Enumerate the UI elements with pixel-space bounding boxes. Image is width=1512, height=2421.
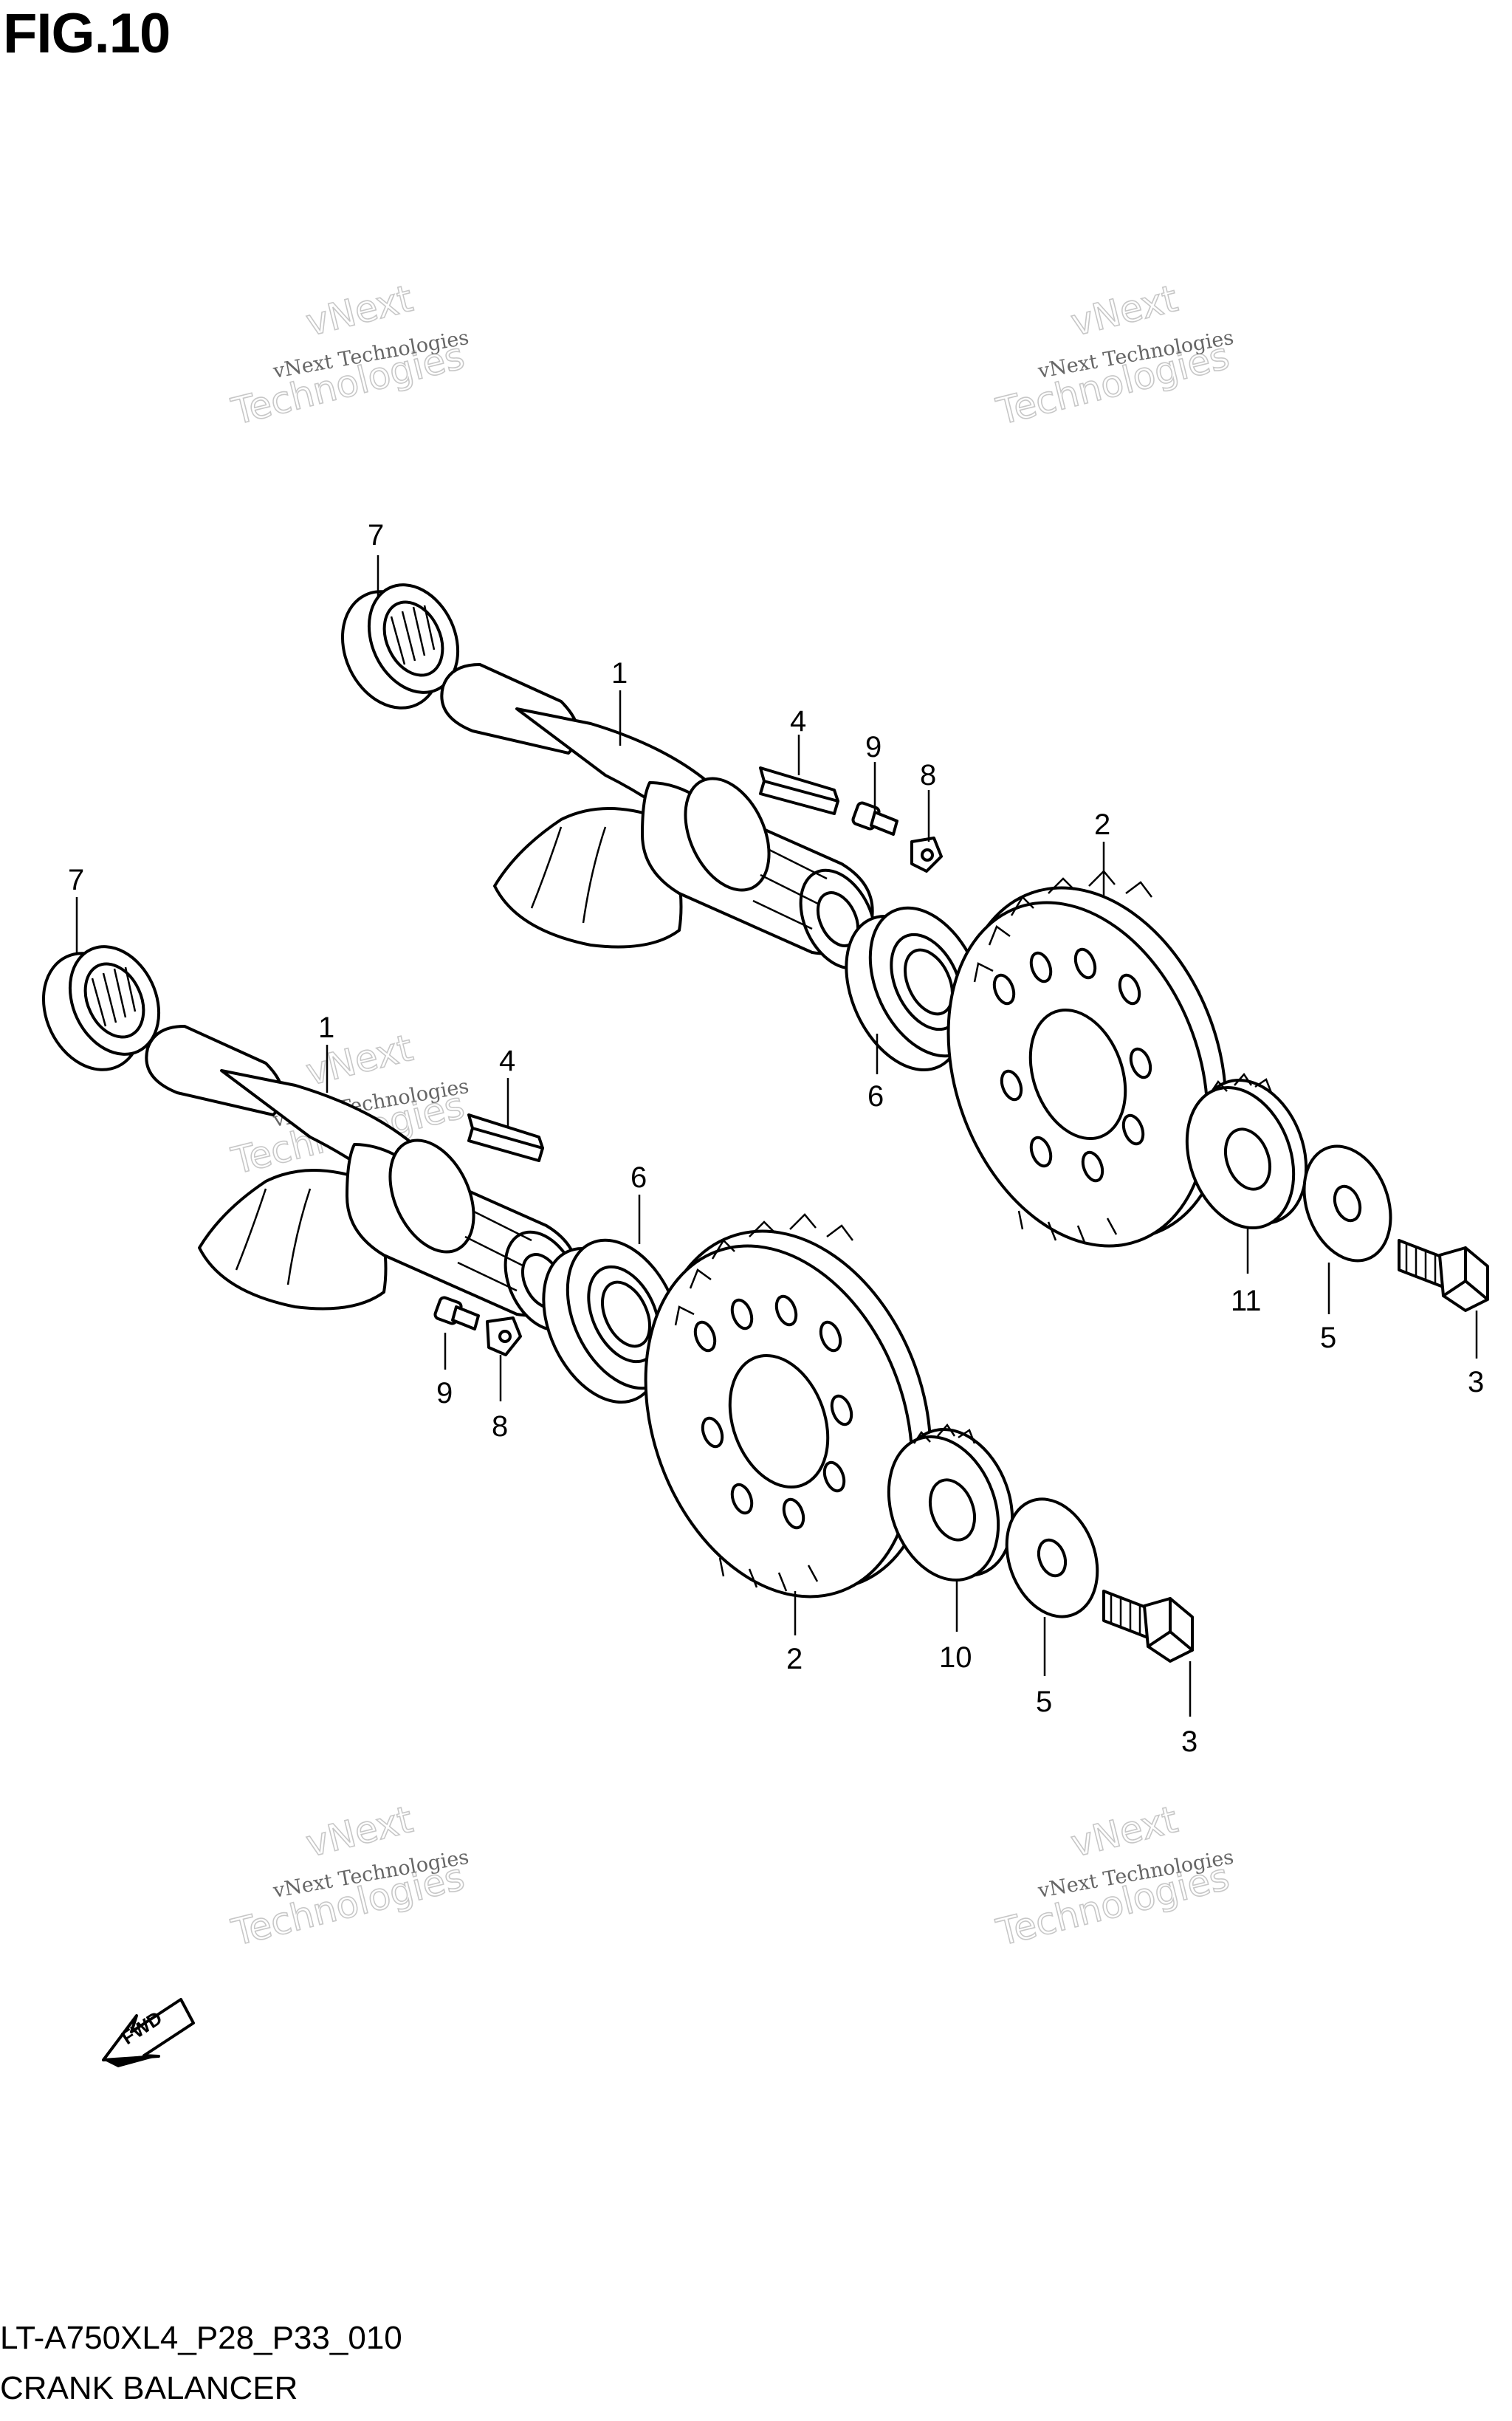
callout-lower-washer-8: 8 — [492, 1410, 508, 1443]
watermark-bottom-left: vNext Technologies vNext Technologies — [227, 1797, 470, 1954]
leader-lines — [75, 555, 1478, 1717]
needle-bearing-7-upper — [340, 583, 460, 710]
fwd-direction-indicator: FWD — [102, 1998, 195, 2067]
watermark-big-line1: vNext — [302, 277, 417, 345]
balancer-driven-gear-2-upper — [946, 870, 1228, 1248]
callout-numbers: 7 1 4 9 8 6 2 11 5 3 7 1 4 6 9 8 2 10 5 … — [68, 519, 1484, 1758]
bolt-3-lower — [1102, 1590, 1194, 1663]
callout-lower-shaft-1: 1 — [318, 1012, 334, 1044]
callout-upper-bearing-7: 7 — [368, 519, 384, 552]
diagram-code: LT-A750XL4_P28_P33_010 — [0, 2320, 402, 2356]
callout-lower-gear-10: 10 — [939, 1641, 972, 1674]
callout-upper-washer-5: 5 — [1320, 1322, 1336, 1354]
woodruff-key-4-upper — [759, 766, 839, 815]
balancer-driven-gear-2-lower — [644, 1213, 932, 1598]
callout-upper-bolt-9: 9 — [865, 731, 882, 763]
callout-upper-gear-11: 11 — [1231, 1285, 1262, 1317]
watermark-top-left: vNext Technologies vNext Technologies — [227, 276, 470, 433]
washer-5-lower — [1005, 1497, 1099, 1618]
section-name: CRANK BALANCER — [0, 2370, 298, 2406]
woodruff-key-4-lower — [467, 1113, 544, 1162]
balancer-gear-10-lower — [887, 1423, 1014, 1582]
callout-upper-shaft-1: 1 — [611, 657, 628, 690]
balancer-gear-11-upper — [1185, 1072, 1308, 1229]
callout-upper-washer-8: 8 — [920, 759, 936, 791]
needle-bearing-7-lower — [41, 945, 161, 1071]
lock-washer-8-lower — [486, 1316, 522, 1356]
watermark-big-line1: vNext — [302, 1798, 417, 1866]
washer-5-upper — [1302, 1144, 1392, 1263]
callout-lower-bearing-7: 7 — [68, 864, 84, 896]
callout-upper-bolt-3: 3 — [1468, 1366, 1484, 1398]
bolt-9-upper — [851, 801, 898, 836]
watermark-big-line1: vNext — [1067, 1798, 1182, 1866]
callout-lower-gear-2: 2 — [786, 1643, 803, 1675]
bolt-9-lower — [433, 1296, 480, 1330]
watermark-big-line1: vNext — [1067, 277, 1182, 345]
callout-upper-bearing-6: 6 — [867, 1080, 884, 1113]
callout-lower-washer-5: 5 — [1036, 1686, 1052, 1718]
watermark-bottom-right: vNext Technologies vNext Technologies — [992, 1797, 1235, 1954]
balancer-shaft-1-upper — [440, 663, 877, 970]
bolt-3-upper — [1398, 1239, 1489, 1312]
callout-upper-key-4: 4 — [790, 705, 806, 738]
callout-lower-bolt-3: 3 — [1181, 1725, 1197, 1758]
callout-lower-bolt-9: 9 — [436, 1377, 453, 1409]
callout-upper-gear-2: 2 — [1094, 808, 1110, 841]
callout-lower-bearing-6: 6 — [630, 1161, 647, 1194]
lock-washer-8-upper — [910, 837, 943, 873]
callout-lower-key-4: 4 — [499, 1045, 515, 1077]
figure-title: FIG.10 — [3, 2, 171, 65]
balancer-shaft-1-lower — [145, 1025, 582, 1332]
watermark-top-right: vNext Technologies vNext Technologies — [992, 276, 1235, 433]
